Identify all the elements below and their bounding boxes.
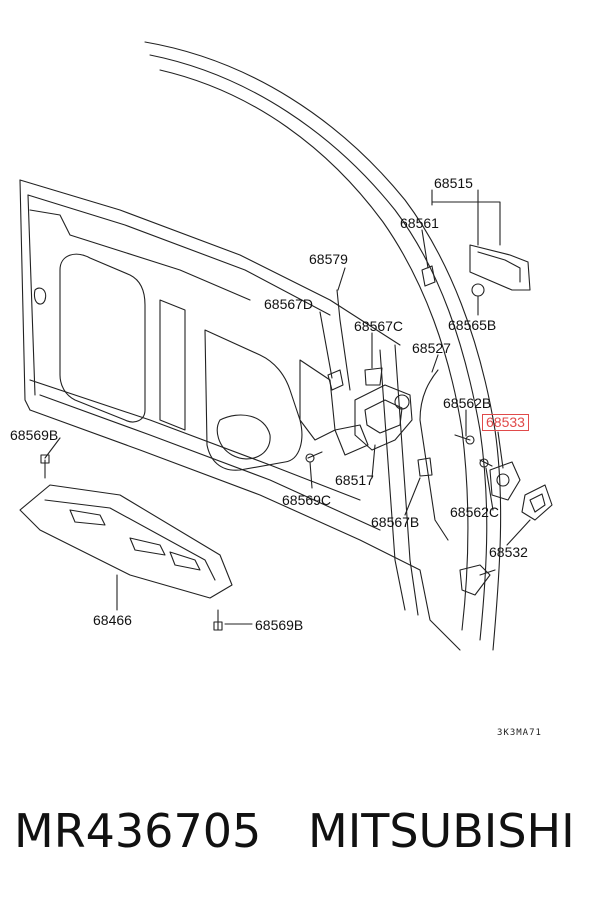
- callout-68562C: 68562C: [450, 504, 500, 520]
- door-top-panel: [19, 179, 401, 346]
- clip-68567D: [327, 369, 344, 391]
- bolt-68562C: [479, 459, 493, 467]
- callout-68567C: 68567C: [354, 318, 404, 334]
- clip-68567B: [417, 457, 433, 477]
- bolt-68562B: [454, 434, 471, 441]
- callout-68517: 68517: [335, 472, 374, 488]
- part-number: MR436705: [14, 804, 262, 858]
- brand-name: MITSUBISHI: [308, 804, 575, 858]
- door-outer-edge: [144, 41, 502, 651]
- bracket-68466: [19, 484, 233, 599]
- drawing-code: 3K3MA71: [497, 728, 542, 738]
- callout-68567B: 68567B: [371, 514, 420, 530]
- door-inner-edge: [149, 54, 488, 641]
- callout-68565B: 68565B: [448, 317, 497, 333]
- nut-68565B: [471, 283, 485, 297]
- callout-68466: 68466: [93, 612, 132, 628]
- callout-68562B: 68562B: [443, 395, 492, 411]
- callout-68569B-bottom: 68569B: [255, 617, 304, 633]
- rod-68579: [336, 289, 351, 391]
- bolt-68569C: [307, 451, 323, 459]
- striker-68533: [489, 461, 521, 501]
- callout-68569C: 68569C: [282, 492, 332, 508]
- cutout-left: [59, 253, 146, 423]
- latch-68517: [354, 384, 413, 451]
- cutout-center: [204, 329, 303, 471]
- callout-68567D: 68567D: [264, 296, 314, 312]
- door-left-edge: [19, 179, 31, 411]
- door-bottom-edge: [29, 409, 461, 651]
- door-rim: [159, 69, 469, 631]
- clip-68561: [421, 265, 436, 287]
- callout-68561: 68561: [400, 215, 439, 231]
- handle-68515: [469, 244, 531, 291]
- callout-68579: 68579: [309, 251, 348, 267]
- callout-68532: 68532: [489, 544, 528, 560]
- callout-68533: 68533: [482, 414, 529, 431]
- gasket-68532: [521, 484, 553, 521]
- callout-68569B-top: 68569B: [10, 427, 59, 443]
- clip-68567C: [364, 367, 383, 386]
- callout-68527: 68527: [412, 340, 451, 356]
- callout-68515: 68515: [434, 175, 473, 191]
- rod-68527: [419, 369, 449, 541]
